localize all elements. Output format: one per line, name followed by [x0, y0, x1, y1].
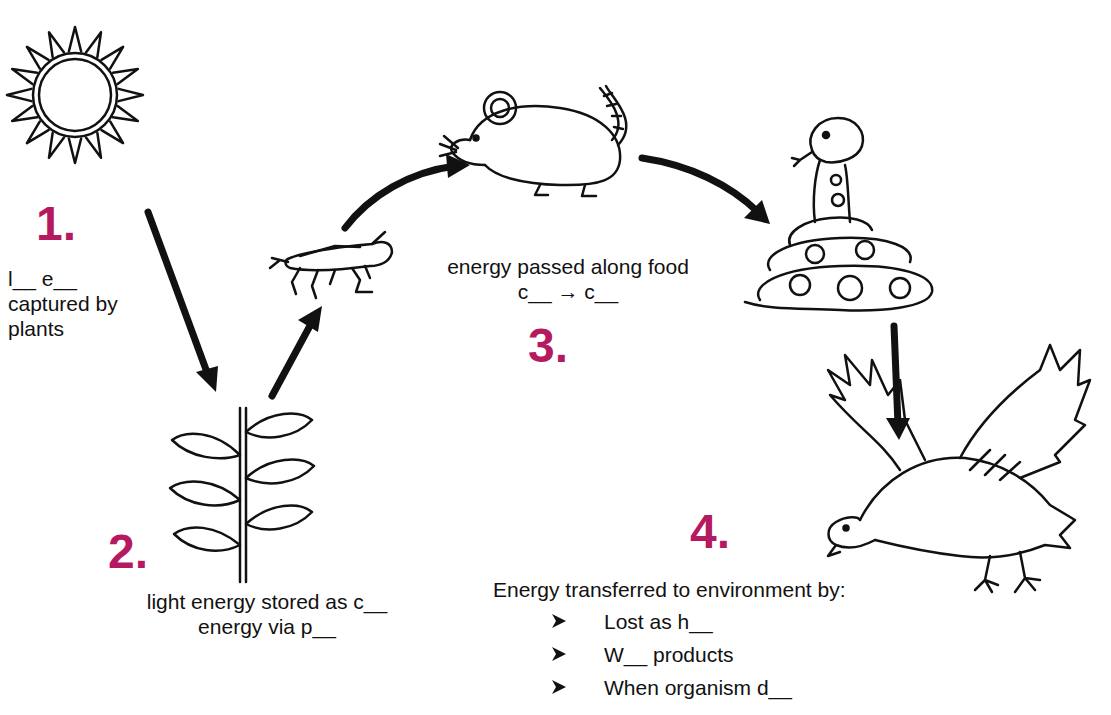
list-item: When organism d__ — [604, 675, 904, 700]
arrow-heads — [196, 154, 910, 440]
sun-ray — [69, 27, 81, 51]
flow-arrows — [148, 158, 898, 425]
sun-ray — [69, 139, 81, 163]
list-item: Lost as h__ — [604, 609, 904, 634]
sun-ray — [49, 133, 64, 158]
step-label: l__ e__ captured by plants — [8, 266, 120, 342]
mouse-drawing — [440, 86, 626, 196]
sun-ray — [86, 32, 101, 57]
sun-ray — [86, 133, 101, 158]
callout-number: 2. — [108, 528, 148, 576]
eagle-drawing — [828, 345, 1090, 592]
sun-ray — [101, 121, 123, 143]
list-bullets — [552, 614, 566, 694]
sun-ray — [27, 121, 49, 143]
sun-ray — [113, 69, 138, 84]
snake-drawing — [745, 118, 932, 310]
sun-ray — [12, 69, 37, 84]
list-heading: Energy transferred to environment by: — [493, 577, 933, 602]
sun-ray — [27, 47, 49, 69]
step-label: energy passed along food c__ → c__ — [443, 254, 693, 304]
sun-drawing — [7, 27, 143, 163]
sun-ray — [7, 89, 31, 101]
grasshopper-drawing — [270, 232, 392, 298]
callout-number: 3. — [528, 322, 568, 370]
sun-ray — [101, 47, 123, 69]
sun-ray — [49, 32, 64, 57]
sun-ray — [12, 106, 37, 121]
list-item: W__ products — [604, 642, 904, 667]
callout-number: 4. — [690, 508, 730, 556]
step-label: light energy stored as c__ energy via p_… — [112, 589, 422, 639]
plant-drawing — [170, 408, 314, 582]
sun-ray — [113, 106, 138, 121]
callout-number: 1. — [36, 200, 76, 248]
sun-ray — [119, 89, 143, 101]
